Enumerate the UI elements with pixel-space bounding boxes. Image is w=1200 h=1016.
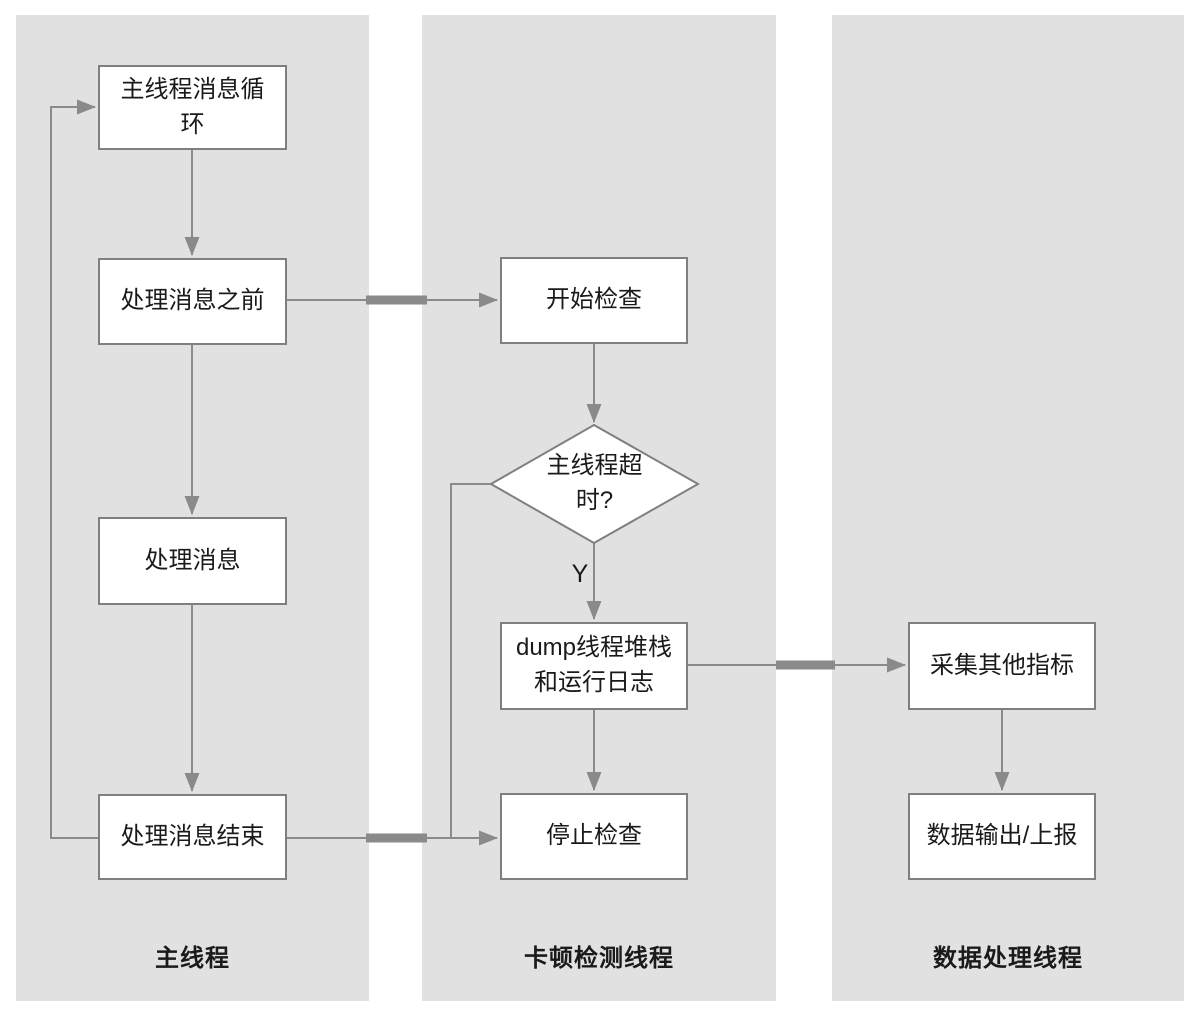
- lane-label-data-process-thread: 数据处理线程: [933, 945, 1083, 972]
- node-collect-metrics: 采集其他指标: [908, 622, 1096, 710]
- node-main-message-loop: 主线程消息循环: [98, 65, 287, 150]
- node-process-message: 处理消息: [98, 517, 287, 605]
- node-end-process-message: 处理消息结束: [98, 794, 287, 880]
- node-before-process-message: 处理消息之前: [98, 258, 287, 345]
- node-data-output-report: 数据输出/上报: [908, 793, 1096, 880]
- node-stop-check: 停止检查: [500, 793, 688, 880]
- edge-endmsg-loop-to-mainloop: [50, 99, 98, 839]
- lane-label-lag-detect-thread: 卡顿检测线程: [524, 945, 674, 972]
- edge-decision-no-to-stopcheck: [450, 483, 491, 837]
- decision-main-thread-timeout: 主线程超时?: [546, 452, 643, 514]
- edge-label-yes: Y: [571, 560, 589, 588]
- node-start-check: 开始检查: [500, 257, 688, 344]
- decision-diamond-shape: [488, 423, 701, 545]
- lane-label-main-thread: 主线程: [155, 945, 230, 972]
- node-dump-stack-log: dump线程堆栈和运行日志: [500, 622, 688, 710]
